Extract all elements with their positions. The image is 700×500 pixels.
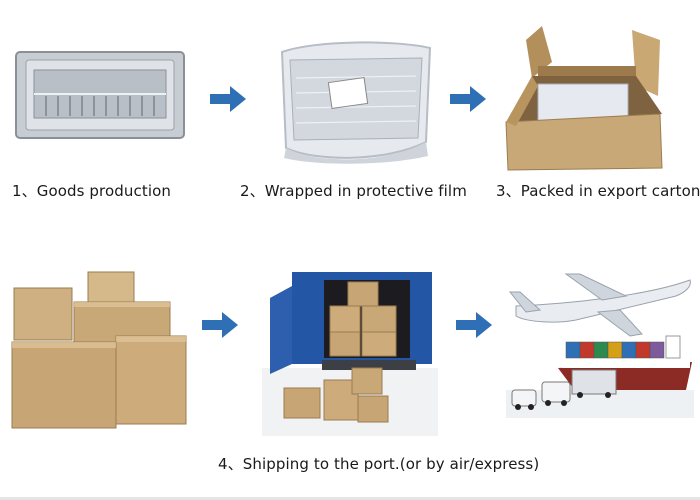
step-1-caption: 1、Goods production <box>12 180 171 201</box>
step-2-number: 2、 <box>240 182 265 200</box>
step-3-number: 3、 <box>496 182 521 200</box>
step-1-label: Goods production <box>36 182 171 200</box>
arrow-right-icon <box>202 312 238 342</box>
step-2-caption: 2、Wrapped in protective film <box>240 180 467 201</box>
export-carton-image <box>502 26 666 172</box>
arrow-right-icon <box>450 86 486 116</box>
step-3-label: Packed in export carton <box>520 182 700 200</box>
step-4-caption: 4、Shipping to the port.(or by air/expres… <box>218 453 539 474</box>
bottom-divider <box>0 497 700 500</box>
truck-loading-image <box>262 268 438 436</box>
step-2-label: Wrapped in protective film <box>264 182 467 200</box>
wrapped-film-image <box>276 38 436 166</box>
step-4-number: 4、 <box>218 455 243 473</box>
air-sea-express-image <box>506 266 694 418</box>
step-3-caption: 3、Packed in export carton <box>496 180 700 201</box>
goods-production-image <box>12 46 188 146</box>
arrow-right-icon <box>456 312 492 342</box>
step-1-number: 1、 <box>12 182 37 200</box>
arrow-right-icon <box>210 86 246 116</box>
step-4-label: Shipping to the port.(or by air/express) <box>242 455 540 473</box>
cartons-stack-image <box>8 268 188 432</box>
